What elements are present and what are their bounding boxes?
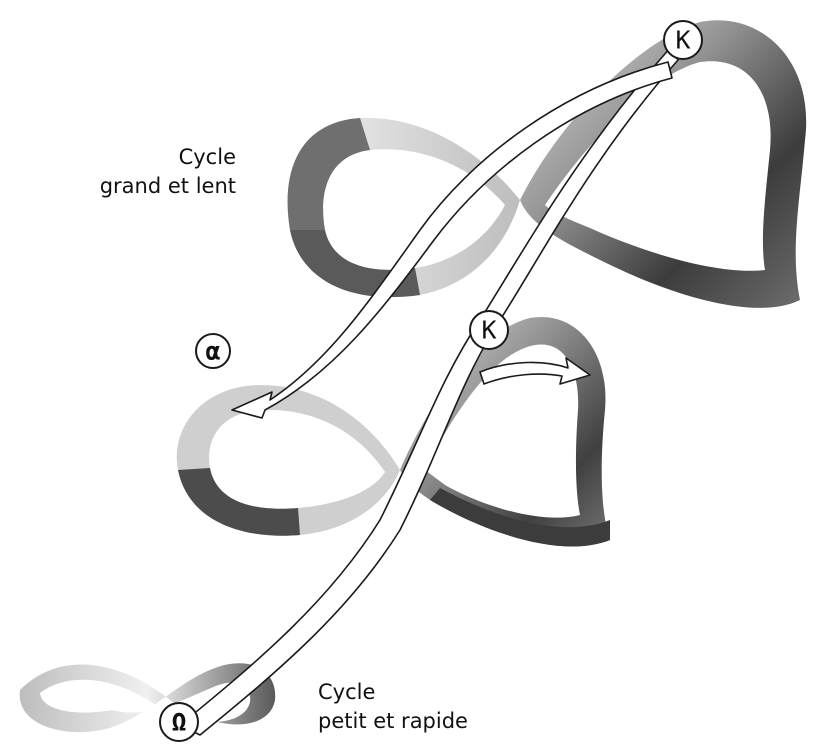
large-cycle-ribbon [287, 20, 807, 308]
node-alpha-label: α [205, 337, 220, 366]
middle-cycle-bottom-shade [430, 488, 610, 547]
large-cycle-left-lobe-inner [323, 149, 505, 270]
large-cycle-right-lobe-inner [545, 61, 771, 271]
middle-cycle-right-lobe-inner [425, 344, 580, 518]
arrows [179, 47, 679, 736]
node-k-middle: K [469, 310, 509, 350]
small-cycle-caption: Cycle petit et rapide [318, 678, 468, 736]
node-k-top-label: K [675, 26, 690, 55]
small-cycle-caption-line1: Cycle [318, 680, 376, 704]
arrow-omega-to-k-top [179, 47, 679, 736]
node-omega-label: Ω [171, 708, 186, 737]
large-cycle-caption: Cycle grand et lent [100, 143, 236, 201]
middle-cycle-left-lobe-inner [209, 409, 385, 509]
node-alpha: α [195, 333, 231, 369]
arrow-k-middle-right [479, 357, 591, 385]
small-cycle-caption-line2: petit et rapide [318, 709, 468, 733]
large-cycle-caption-line2: grand et lent [99, 174, 236, 198]
middle-cycle-left-shade [178, 468, 300, 536]
large-cycle-left-edge [287, 118, 370, 230]
node-omega: Ω [159, 702, 199, 742]
node-k-top: K [663, 20, 703, 60]
node-k-middle-label: K [481, 316, 496, 345]
large-cycle-caption-line1: Cycle [178, 145, 236, 169]
arrow-k-top-to-alpha [231, 61, 673, 419]
